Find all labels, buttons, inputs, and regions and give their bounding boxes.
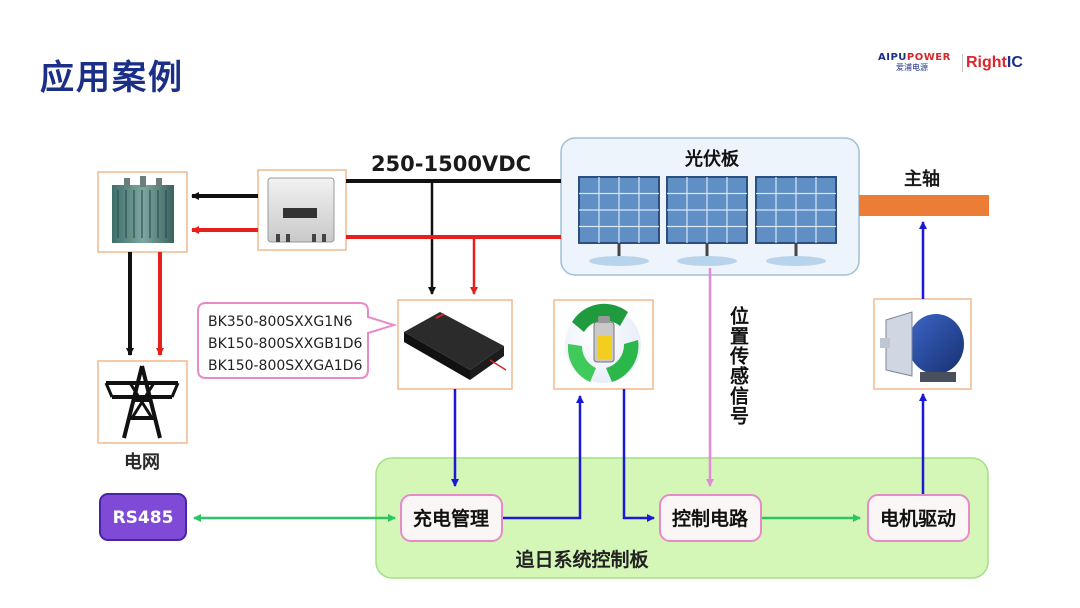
- solar-panel-1: [578, 176, 660, 266]
- aipupower-logo: AIPUPOWER 爱浦电源: [878, 52, 956, 76]
- charger-module-icon: [397, 299, 513, 390]
- position-signal-label: 位置传感信号: [727, 305, 750, 426]
- grid-label: 电网: [124, 451, 160, 473]
- rightic-logo: RightIC: [966, 54, 1023, 78]
- tracking-board-label: 追日系统控制板: [515, 548, 649, 571]
- aipu-logo-prefix: AIPU: [878, 52, 907, 63]
- pv-panel-label: 光伏板: [684, 148, 740, 170]
- grid-tower-icon: [97, 360, 188, 444]
- motor-icon: [873, 298, 972, 390]
- rightic-logo-suffix: IC: [1006, 54, 1023, 71]
- rs485-box: [99, 493, 187, 541]
- logo-divider: [962, 54, 963, 72]
- charge-management-label: 充电管理: [413, 507, 489, 530]
- inverter-icon: [257, 169, 347, 251]
- spindle-bar: [859, 195, 989, 216]
- battery-recycle-icon: [553, 299, 654, 390]
- motor-drive-box: [867, 494, 970, 542]
- model-label-3: BK150-800SXXGA1D6: [208, 358, 362, 374]
- charge-management-box: [400, 494, 503, 542]
- model-callout: [197, 302, 398, 379]
- spindle-label: 主轴: [904, 168, 940, 190]
- model-label-2: BK150-800SXXGB1D6: [208, 336, 362, 352]
- solar-panel-3: [755, 176, 837, 266]
- aipu-logo-suffix: POWER: [906, 52, 951, 63]
- motor-drive-label: 电机驱动: [880, 507, 956, 530]
- aipu-logo-sub: 爱浦电源: [896, 63, 928, 72]
- transformer-icon: [97, 171, 188, 253]
- solar-panel-2: [666, 176, 748, 266]
- rs485-label: RS485: [113, 508, 174, 528]
- control-circuit-box: [659, 494, 762, 542]
- model-label-1: BK350-800SXXG1N6: [208, 314, 353, 330]
- voltage-label: 250-1500VDC: [371, 152, 531, 176]
- page-title: 应用案例: [40, 58, 184, 98]
- rightic-logo-prefix: Right: [966, 54, 1007, 71]
- control-circuit-label: 控制电路: [672, 507, 749, 530]
